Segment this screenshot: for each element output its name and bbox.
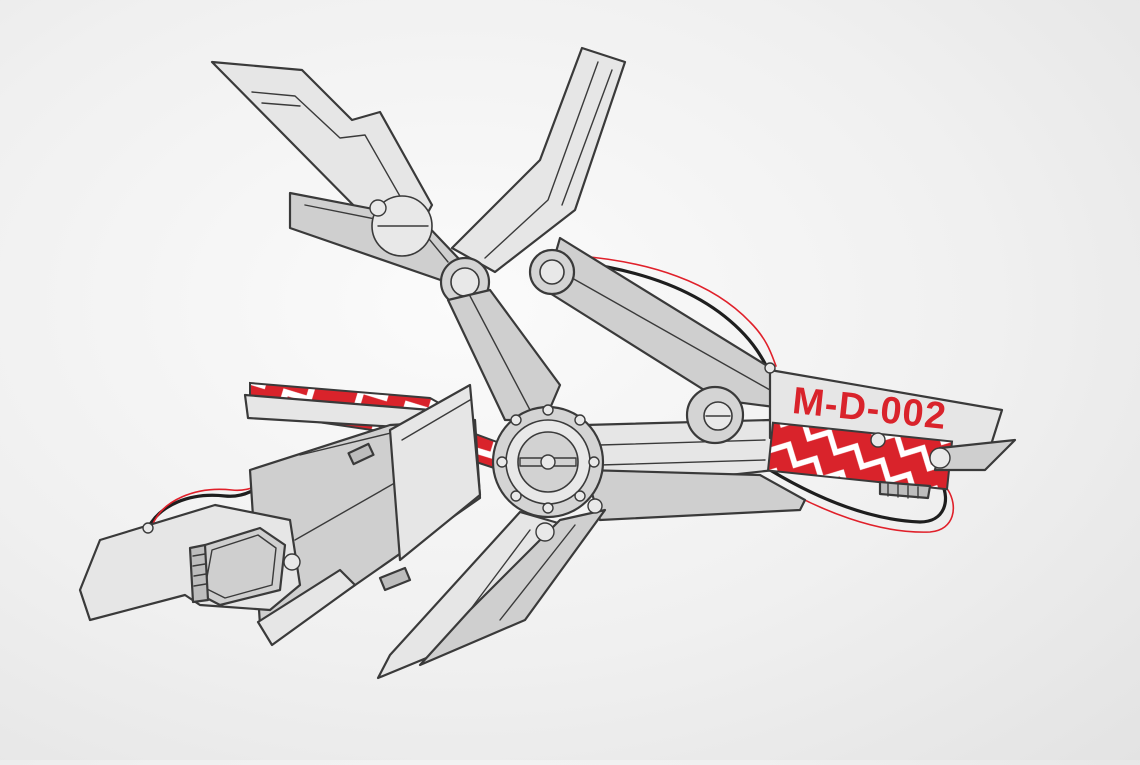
right-cable-black [768, 468, 948, 524]
upper-cable-red [579, 255, 777, 367]
right-cable-red [764, 477, 955, 533]
upper-arm [439, 46, 792, 410]
lower-blade [376, 498, 607, 680]
central-strut [446, 288, 562, 422]
cables [146, 255, 955, 533]
left-gripper [78, 381, 507, 647]
upper-cable-black [573, 260, 772, 374]
central-hub [491, 404, 605, 519]
upper-left-blade [210, 60, 462, 287]
